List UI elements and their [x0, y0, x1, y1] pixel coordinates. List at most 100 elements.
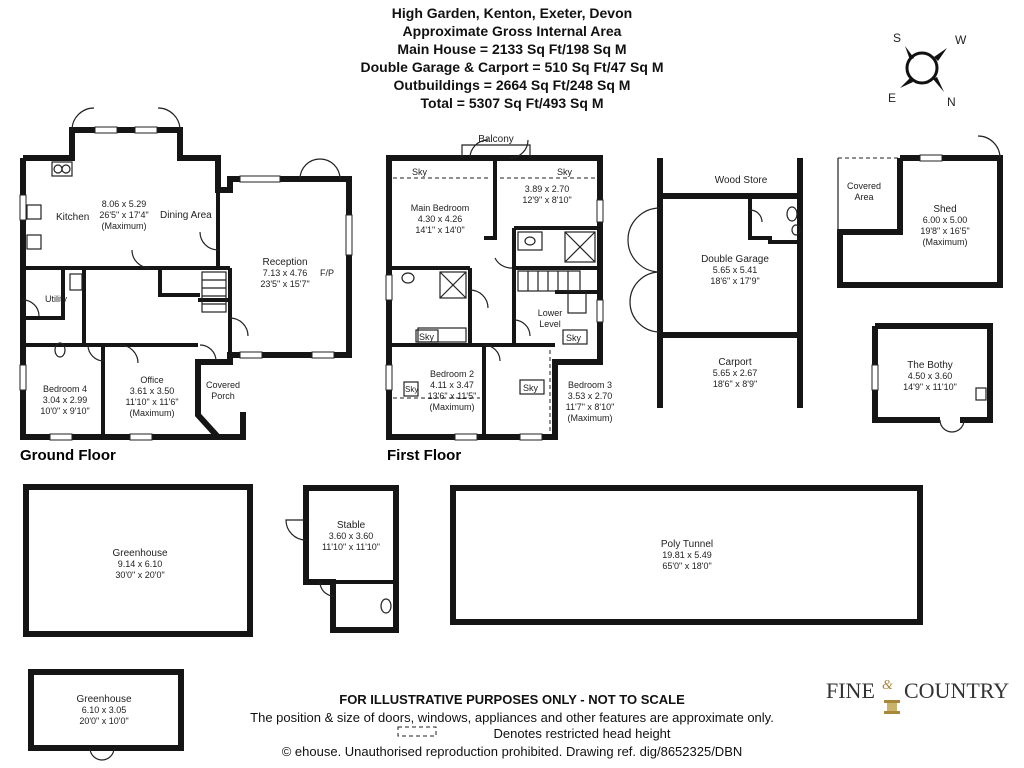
bedroom2-dims-3: (Maximum): [430, 402, 475, 412]
covered-area-label-1: Covered: [847, 181, 881, 191]
porch-label-1: Covered: [206, 380, 240, 390]
porch-label-2: Porch: [211, 391, 235, 401]
bedroom3-dims-2: 11'7" x 8'10": [566, 402, 615, 412]
shed-label: Shed: [933, 204, 956, 215]
wood-store-label: Wood Store: [715, 175, 768, 186]
logo-text-1: FINE: [826, 678, 875, 703]
title: High Garden, Kenton, Exeter, Devon: [391, 5, 633, 21]
sky-label-1: Sky: [412, 167, 428, 177]
sky-label-3: Sky: [419, 332, 435, 342]
greenhouse2-label: Greenhouse: [76, 694, 131, 705]
carport-dims-1: 5.65 x 2.67: [713, 368, 758, 378]
shed-dims-1: 6.00 x 5.00: [923, 215, 968, 225]
main-bedroom-label: Main Bedroom: [411, 203, 470, 213]
kitchen-label: Kitchen: [56, 212, 89, 223]
bedroom-small-dims-1: 3.89 x 2.70: [525, 184, 570, 194]
office-label: Office: [140, 375, 163, 385]
greenhouse-large-plan: Greenhouse 9.14 x 6.10 30'0" x 20'0": [23, 484, 253, 637]
greenhouse2-dims-1: 6.10 x 3.05: [82, 705, 127, 715]
disclaimer: FOR ILLUSTRATIVE PURPOSES ONLY - NOT TO …: [339, 692, 685, 707]
stable-plan: Stable 3.60 x 3.60 11'10" x 11'10": [285, 485, 399, 633]
bedroom3-label: Bedroom 3: [568, 380, 612, 390]
greenhouse-small-plan: Greenhouse 6.10 x 3.05 20'0" x 10'0": [28, 669, 184, 761]
copyright: © ehouse. Unauthorised reproduction proh…: [281, 744, 743, 759]
shed-dims-3: (Maximum): [923, 237, 968, 247]
double-garage-label: Double Garage: [701, 254, 769, 265]
reception-dims-2: 23'5" x 15'7": [260, 279, 309, 289]
bedroom4-label: Bedroom 4: [43, 384, 87, 394]
office-dims-3: (Maximum): [130, 408, 175, 418]
first-floor-label: First Floor: [387, 447, 461, 464]
greenhouse1-label: Greenhouse: [112, 548, 167, 559]
bothy-plan: The Bothy 4.50 x 3.60 14'9" x 11'10": [871, 323, 993, 433]
main-bedroom-dims-2: 14'1" x 14'0": [415, 225, 464, 235]
stable-label: Stable: [337, 520, 366, 531]
reception-dims-1: 7.13 x 4.76: [263, 268, 308, 278]
fine-country-logo: FINE & COUNTRY: [826, 678, 1009, 714]
ground-floor-label: Ground Floor: [20, 447, 116, 464]
sky-label-4: Sky: [566, 333, 582, 343]
fireplace-label: F/P: [320, 268, 334, 278]
sky-label-5: Sky: [405, 385, 418, 394]
logo-amp: &: [882, 678, 893, 693]
kitchen-dims-2: 26'5" x 17'4": [99, 210, 148, 220]
poly-tunnel-dims-1: 19.81 x 5.49: [662, 550, 712, 560]
bedroom2-dims-1: 4.11 x 3.47: [430, 380, 474, 390]
bothy-dims-1: 4.50 x 3.60: [908, 371, 953, 381]
reception-label: Reception: [262, 257, 307, 268]
bedroom2-dims-2: 13'6" x 11'5": [428, 391, 477, 401]
poly-tunnel-label: Poly Tunnel: [661, 539, 713, 550]
bedroom-small-dims-2: 12'9" x 8'10": [522, 195, 571, 205]
kitchen-dims-1: 8.06 x 5.29: [102, 199, 147, 209]
bedroom3-dims-1: 3.53 x 2.70: [568, 391, 613, 401]
greenhouse2-dims-2: 20'0" x 10'0": [79, 716, 128, 726]
logo-text-2: COUNTRY: [904, 678, 1009, 703]
bothy-dims-2: 14'9" x 11'10": [903, 382, 957, 392]
sky-label-2: Sky: [557, 167, 573, 177]
bothy-label: The Bothy: [907, 360, 953, 371]
shed-plan: Covered Area Shed 6.00 x 5.00 19'8" x 16…: [837, 135, 1003, 288]
greenhouse1-dims-1: 9.14 x 6.10: [118, 559, 163, 569]
poly-tunnel-dims-2: 65'0" x 18'0": [662, 561, 711, 571]
balcony-label: Balcony: [478, 134, 514, 145]
office-dims-1: 3.61 x 3.50: [130, 386, 175, 396]
bedroom4-dims-2: 10'0" x 9'10": [40, 406, 89, 416]
compass-n: N: [947, 95, 956, 109]
lower-level-label-2: Level: [539, 319, 561, 329]
carport-dims-2: 18'6" x 8'9": [713, 379, 757, 389]
carport-label: Carport: [718, 357, 752, 368]
dining-label: Dining Area: [160, 210, 212, 221]
office-dims-2: 11'10" x 11'6": [125, 397, 178, 407]
area-total: Total = 5307 Sq Ft/493 Sq M: [420, 95, 604, 111]
bedroom3-dims-3: (Maximum): [568, 413, 613, 423]
kitchen-dims-3: (Maximum): [102, 221, 147, 231]
compass-w: W: [955, 33, 967, 47]
double-garage-dims-1: 5.65 x 5.41: [713, 265, 758, 275]
stable-dims-1: 3.60 x 3.60: [329, 531, 374, 541]
poly-tunnel-plan: Poly Tunnel 19.81 x 5.49 65'0" x 18'0": [450, 485, 923, 625]
greenhouse1-dims-2: 30'0" x 20'0": [115, 570, 164, 580]
legend-text: Denotes restricted head height: [493, 726, 671, 741]
first-floor-plan: Sky Sky Sky Sky Sky Sky Balcony Main Bed…: [385, 134, 615, 464]
covered-area-label-2: Area: [854, 192, 873, 202]
area-main-house: Main House = 2133 Sq Ft/198 Sq M: [397, 41, 627, 57]
bedroom4-dims-1: 3.04 x 2.99: [43, 395, 88, 405]
garage-plan: Wood Store Double Garage 5.65 x 5.41 18'…: [627, 158, 803, 408]
compass-s: S: [893, 31, 901, 45]
double-garage-dims-2: 18'6" x 17'9": [710, 276, 759, 286]
utility-label: Utility: [45, 294, 67, 304]
ground-floor-plan: Kitchen 8.06 x 5.29 26'5" x 17'4" (Maxim…: [19, 107, 353, 464]
main-bedroom-dims-1: 4.30 x 4.26: [418, 214, 463, 224]
compass-icon: S W E N: [888, 31, 967, 109]
approx-note: The position & size of doors, windows, a…: [250, 710, 774, 725]
sky-label-6: Sky: [523, 383, 539, 393]
bedroom2-label: Bedroom 2: [430, 369, 474, 379]
stable-dims-2: 11'10" x 11'10": [322, 542, 380, 552]
compass-e: E: [888, 91, 896, 105]
shed-dims-2: 19'8" x 16'5": [920, 226, 969, 236]
restricted-height-swatch: [397, 726, 437, 737]
lower-level-label-1: Lower: [538, 308, 563, 318]
area-garage: Double Garage & Carport = 510 Sq Ft/47 S…: [360, 59, 664, 75]
area-outbuildings: Outbuildings = 2664 Sq Ft/248 Sq M: [393, 77, 631, 93]
